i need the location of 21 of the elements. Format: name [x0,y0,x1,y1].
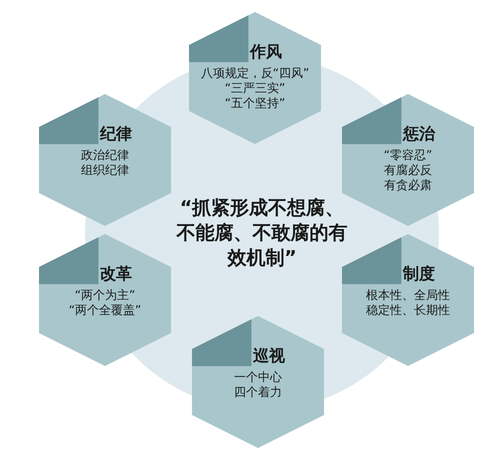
hexagon-text: “零容忍” [384,148,432,163]
hexagon-heading: 制度 [403,264,435,285]
hexagon-text: “两个全覆盖” [68,303,142,318]
hexagon-text: “五个坚持” [224,96,286,111]
hexagon-text: 四个着力 [234,385,282,400]
hexagon-text: 政治纪律 [81,148,129,163]
hexagon-text: 根本性、全局性 [366,288,450,303]
hexagon-text: 八项规定，反“四风” [200,66,310,81]
hexagon-text: “两个为主” [74,288,136,303]
hexagon-heading: 改革 [100,264,132,285]
hexagon-text: 组织纪律 [81,163,129,178]
hexagon-text: 有腐必反 [384,163,432,178]
hexagon-heading: 惩治 [403,124,435,145]
center-text: “抓紧形成不想腐、不能腐、不敢腐的有效机制” [175,196,348,270]
hexagon-heading: 巡视 [253,346,285,367]
hexagon-text: 稳定性、长期性 [366,303,450,318]
hexagon-heading: 作风 [250,42,282,63]
hexagon-text: 有贪必肃 [384,178,432,193]
hexagon-text: 一个中心 [234,370,282,385]
hexagon-heading: 纪律 [100,124,132,145]
hexagon-text: “三严三实” [224,81,286,96]
